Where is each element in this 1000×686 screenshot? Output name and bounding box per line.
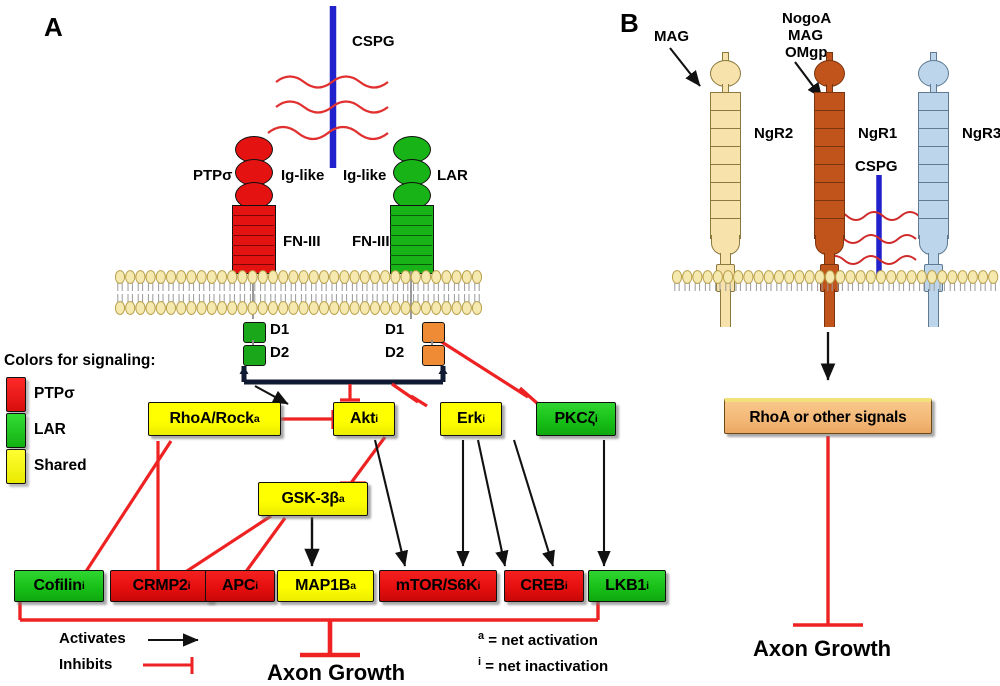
node-pkczeta-label: PKCζ — [554, 410, 595, 427]
node-apc-sup: i — [255, 580, 258, 592]
node-lkb1-label: LKB1 — [605, 577, 647, 594]
ligand-mag-mid-label: MAG — [788, 27, 823, 44]
node-gsk3beta-label: GSK-3β — [281, 490, 339, 507]
lar-d1-domain — [422, 322, 445, 343]
node-lkb1-sup: i — [646, 580, 649, 592]
legend-activates-label: Activates — [59, 630, 126, 647]
node-gsk3beta-sup: a — [338, 493, 345, 505]
legend-inhibits-label: Inhibits — [59, 656, 113, 673]
lar-d2-domain — [422, 345, 445, 366]
d1-label-right: D1 — [385, 321, 405, 338]
key-net-inactivation-sup: i — [478, 656, 482, 668]
node-map1b-label: MAP1B — [295, 577, 351, 594]
cspg-label-panel-b: CSPG — [855, 158, 898, 175]
receptor-ptpsigma-label: PTPσ — [193, 167, 233, 184]
node-cofilin-sup: i — [81, 580, 85, 592]
node-rhoa-rock-sup: a — [253, 413, 260, 425]
legend-label-ptpsigma: PTPσ — [34, 385, 75, 402]
ptpsigma-d2-domain — [243, 345, 266, 366]
node-akt-label: Akt — [350, 410, 376, 427]
ligand-omgp-label: OMgp — [785, 44, 828, 61]
node-erk-sup: i — [482, 413, 485, 425]
key-net-activation-sup: a — [478, 630, 485, 642]
legend-swatch-lar — [6, 413, 26, 448]
receptor-ngr1-label: NgR1 — [858, 125, 898, 142]
node-mtor-s6k-sup: i — [477, 580, 481, 592]
receptor-lar-label: LAR — [437, 167, 468, 184]
cspg-label-panel-a: CSPG — [352, 33, 395, 50]
axon-growth-panel-b: Axon Growth — [753, 636, 892, 661]
legend-label-shared: Shared — [34, 457, 87, 474]
ligand-nogoa-label: NogoA — [782, 10, 832, 27]
plasma-membrane-panel-a — [114, 268, 485, 318]
node-mtor-s6k-label: mTOR/S6K — [395, 577, 478, 594]
node-cofilin-label: Cofilin — [33, 577, 82, 594]
plasma-membrane-panel-b — [671, 268, 1000, 300]
panel-a-letter: A — [44, 12, 63, 42]
color-legend-title: Colors for signaling: — [4, 352, 156, 369]
receptor-ngr3-label: NgR3 — [962, 125, 1000, 142]
legend-swatch-shared — [6, 449, 26, 484]
d2-label-right: D2 — [385, 344, 405, 361]
receptor-ngr2-label: NgR2 — [754, 125, 794, 142]
ptpsigma-d1-domain — [243, 322, 266, 343]
axon-growth-panel-a: Axon Growth — [267, 660, 406, 685]
fn3-label-left: FN-III — [283, 233, 321, 250]
ig-like-label-right: Ig-like — [343, 167, 387, 184]
key-net-activation: a = net activation — [478, 630, 598, 649]
node-erk-label: Erk — [457, 410, 483, 427]
fn3-label-right: FN-III — [352, 233, 390, 250]
panel-b-letter: B — [620, 8, 639, 38]
node-akt-sup: i — [375, 413, 378, 425]
ligand-mag-label: MAG — [654, 28, 689, 45]
node-pkczeta[interactable]: PKCζ i — [536, 402, 616, 436]
key-net-inactivation: i = net inactivation — [478, 656, 608, 675]
node-pkczeta-sup: i — [594, 413, 598, 425]
ig-like-label-left: Ig-like — [281, 167, 325, 184]
key-net-inactivation-text: = net inactivation — [481, 658, 609, 675]
legend-swatch-ptpsigma — [6, 377, 26, 412]
node-rhoa-or-other-signals[interactable]: RhoA or other signals — [724, 398, 932, 434]
key-net-activation-text: = net activation — [484, 632, 598, 649]
node-map1b-sup: a — [350, 580, 356, 592]
node-crmp2-label: CRMP2 — [132, 577, 188, 594]
node-rhoa-rock-label: RhoA/Rock — [169, 410, 254, 427]
node-crmp2-sup: i — [187, 580, 191, 592]
legend-label-lar: LAR — [34, 421, 66, 438]
node-apc-label: APC — [222, 577, 256, 594]
node-creb-sup: i — [564, 580, 568, 592]
node-rhoa-or-other-signals-label: RhoA or other signals — [749, 408, 907, 426]
d1-label-left: D1 — [270, 321, 290, 338]
d2-label-left: D2 — [270, 344, 290, 361]
node-creb-label: CREB — [520, 577, 565, 594]
